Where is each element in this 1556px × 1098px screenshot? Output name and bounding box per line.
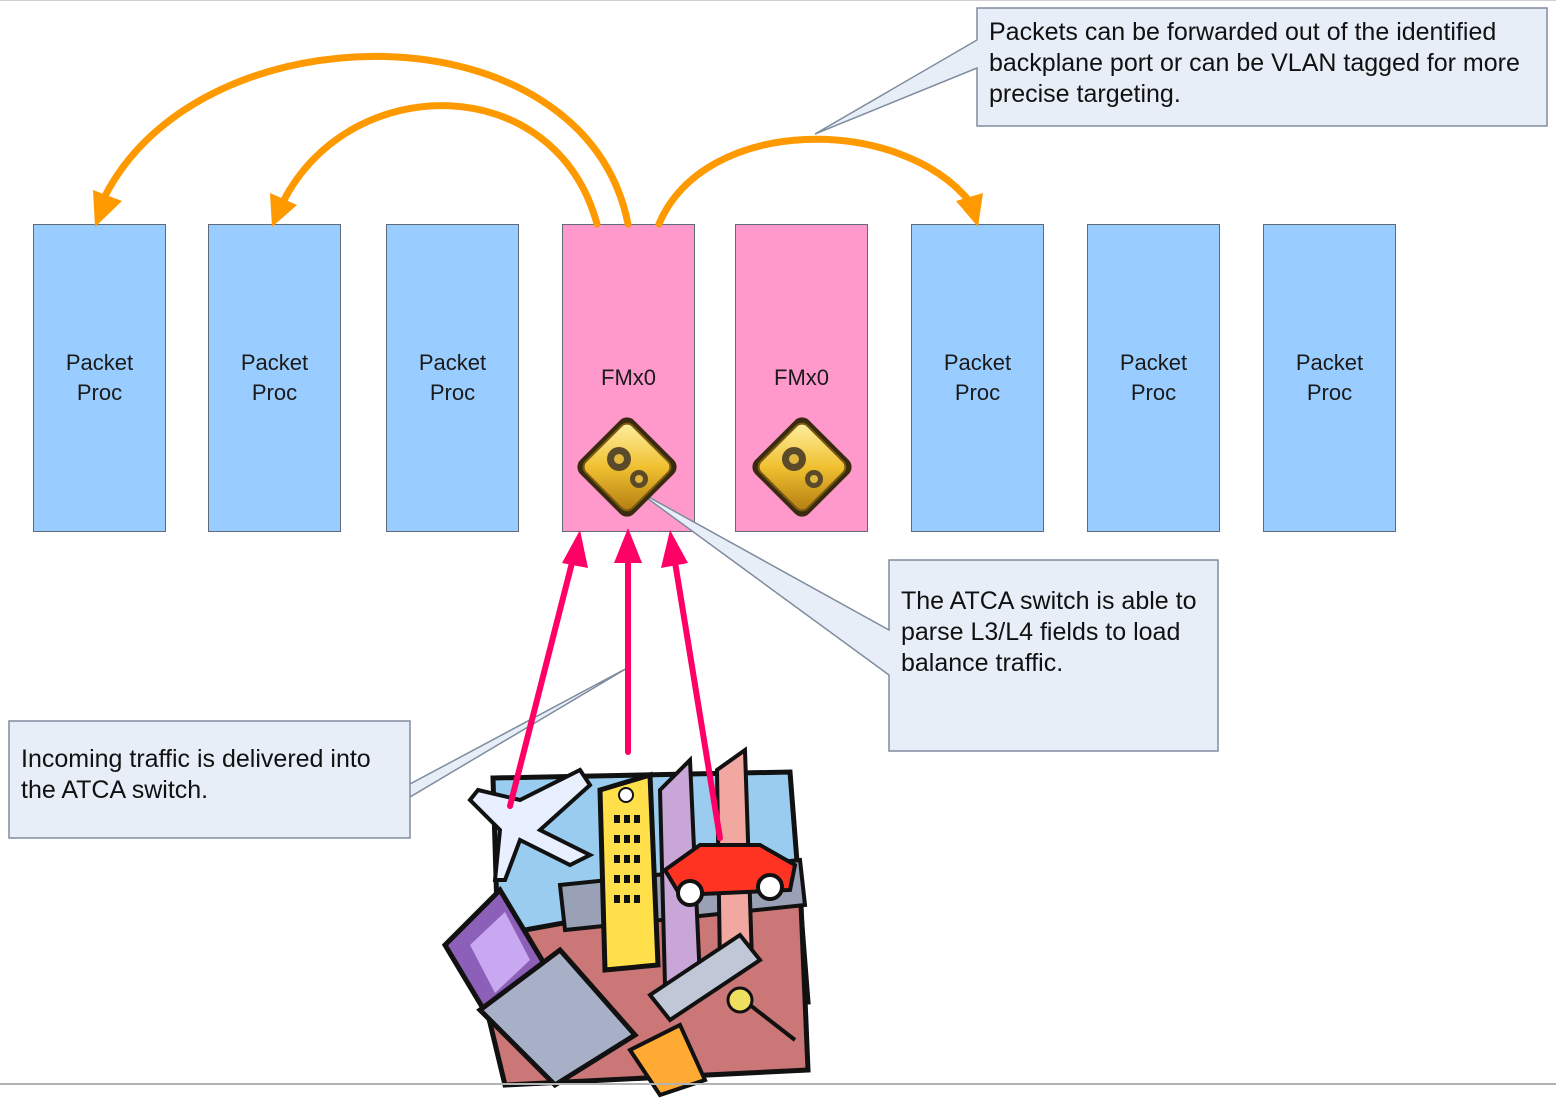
forward-arrow-to-card-6 <box>655 135 974 228</box>
arrowhead-center <box>614 528 642 563</box>
top-rule <box>0 0 1556 1</box>
forwarding-callout-shape <box>814 7 1548 135</box>
parsing-callout-text: The ATCA switch is able to parse L3/L4 f… <box>901 587 1197 677</box>
packet-proc-card-7: Packet Proc <box>1087 224 1220 532</box>
parsing-callout-shape <box>635 489 1219 752</box>
gear-chip-icon <box>752 417 852 517</box>
gear-chip-icon <box>577 417 677 517</box>
packet-proc-card-3: Packet Proc <box>386 224 519 532</box>
bottom-rule <box>0 1083 1556 1085</box>
forward-arrow-to-card-2 <box>279 102 601 228</box>
forward-arrowheads <box>93 190 983 227</box>
incoming-arrows <box>507 550 723 841</box>
packet-proc-card-6: Packet Proc <box>911 224 1044 532</box>
packet-proc-card-1: Packet Proc <box>33 224 166 532</box>
forward-arrow-to-card-1 <box>100 52 632 228</box>
card-label: Packet Proc <box>1119 350 1188 405</box>
incoming-callout-shape <box>8 666 630 839</box>
card-label: FMx0 <box>601 365 656 390</box>
arrowhead-left <box>562 530 588 568</box>
arrowhead-card-6 <box>956 193 983 227</box>
card-label: FMx0 <box>774 365 829 390</box>
card-label: Packet Proc <box>1295 350 1364 405</box>
forwarding-callout-text: Packets can be forwarded out of the iden… <box>989 18 1520 108</box>
forward-arrows <box>100 52 974 228</box>
arrowhead-card-2 <box>270 193 297 227</box>
card-label: Packet Proc <box>65 350 134 405</box>
incoming-arrow-right <box>671 553 723 841</box>
incoming-arrowheads <box>562 528 688 568</box>
arrowhead-card-1 <box>93 190 122 227</box>
incoming-callout-text: Incoming traffic is delivered into the A… <box>21 745 371 804</box>
card-label: Packet Proc <box>418 350 487 405</box>
card-label: Packet Proc <box>240 350 309 405</box>
packet-proc-card-8: Packet Proc <box>1263 224 1396 532</box>
city-traffic-clipart-icon <box>441 746 811 1098</box>
arrowhead-right <box>661 530 688 568</box>
card-label: Packet Proc <box>943 350 1012 405</box>
incoming-arrow-left <box>507 552 577 809</box>
